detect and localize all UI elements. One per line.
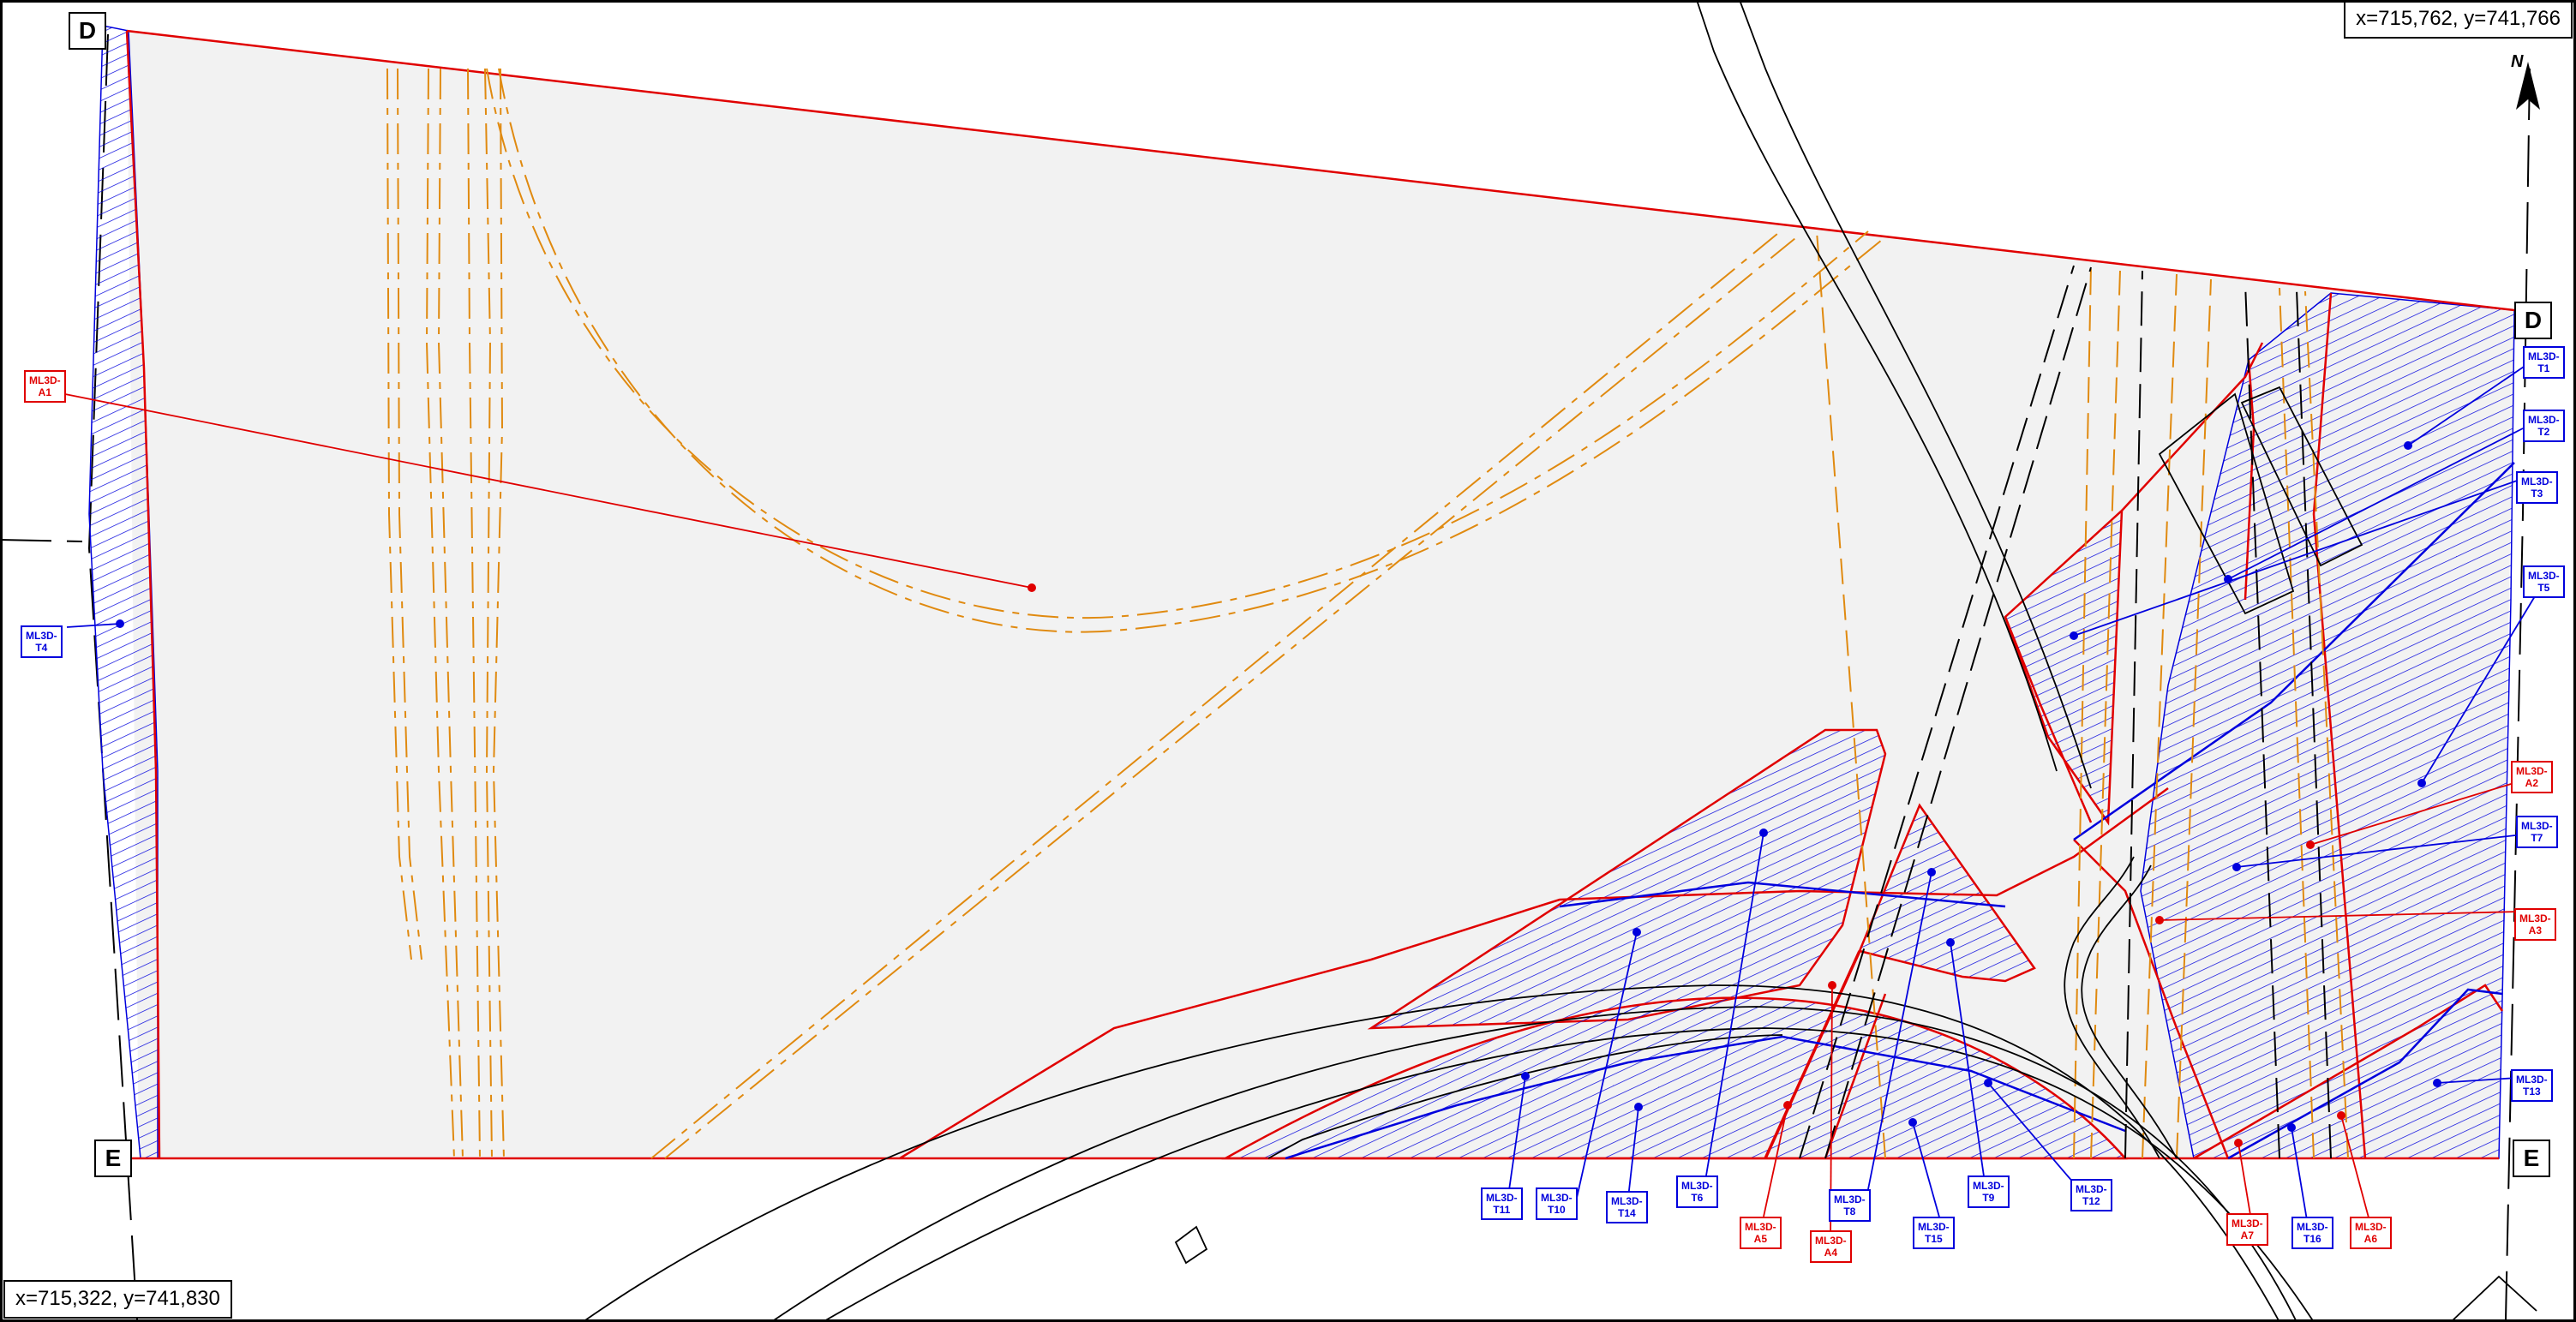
callout-ml3d-a4[interactable]: ML3D- A4 [1810, 1230, 1852, 1263]
callout-id: A1 [38, 386, 51, 398]
callout-ml3d-t16[interactable]: ML3D- T16 [2291, 1217, 2333, 1249]
blue-subdivision-lines [1285, 462, 2515, 1160]
north-arrow-icon: N [2511, 52, 2540, 110]
callout-id: A5 [1753, 1233, 1767, 1245]
callout-id: T11 [1493, 1204, 1511, 1216]
callout-ml3d-t13[interactable]: ML3D- T13 [2511, 1069, 2553, 1102]
callout-prefix: ML3D- [1834, 1193, 1866, 1205]
callout-ml3d-t10[interactable]: ML3D- T10 [1536, 1187, 1578, 1220]
callout-ml3d-a5[interactable]: ML3D- A5 [1740, 1217, 1782, 1249]
callout-prefix: ML3D- [2521, 820, 2553, 832]
callout-prefix: ML3D- [2516, 1074, 2548, 1086]
callout-id: T14 [1617, 1207, 1636, 1219]
callout-ml3d-a7[interactable]: ML3D- A7 [2226, 1213, 2268, 1246]
callout-id: A3 [2528, 924, 2542, 936]
utility-lines [386, 68, 2349, 1159]
callout-id: T8 [1843, 1205, 1856, 1217]
callout-id: T9 [1982, 1192, 1995, 1204]
section-marker-e-right: E [2513, 1140, 2550, 1177]
hatched-zone-bottom-arc [1221, 996, 2128, 1160]
callout-ml3d-t2[interactable]: ML3D- T2 [2523, 410, 2565, 442]
callout-prefix: ML3D- [1815, 1235, 1847, 1247]
callout-ml3d-t4[interactable]: ML3D- T4 [21, 625, 63, 658]
callout-ml3d-t3[interactable]: ML3D- T3 [2516, 471, 2558, 504]
callout-id: A7 [2240, 1229, 2254, 1241]
callout-id: T4 [35, 642, 48, 654]
callout-prefix: ML3D- [2516, 765, 2548, 777]
callout-prefix: ML3D- [2355, 1221, 2387, 1233]
callout-ml3d-t1[interactable]: ML3D- T1 [2523, 346, 2565, 379]
callout-ml3d-a2[interactable]: ML3D- A2 [2511, 761, 2553, 793]
callout-prefix: ML3D- [1486, 1192, 1518, 1204]
callout-ml3d-t9[interactable]: ML3D- T9 [1968, 1175, 2010, 1208]
section-marker-e-left: E [94, 1140, 132, 1177]
callout-ml3d-a1[interactable]: ML3D- A1 [24, 370, 66, 403]
callout-ml3d-t7[interactable]: ML3D- T7 [2516, 816, 2558, 848]
section-marker-d-left: D [69, 12, 106, 50]
callout-prefix: ML3D- [26, 630, 57, 642]
coordinate-readout-bottom-left: x=715,322, y=741,830 [3, 1280, 232, 1319]
callout-ml3d-t5[interactable]: ML3D- T5 [2523, 565, 2565, 598]
callout-id: T15 [1924, 1233, 1943, 1245]
callout-id: T6 [1691, 1192, 1704, 1204]
callout-prefix: ML3D- [1973, 1180, 2004, 1192]
callout-prefix: ML3D- [2297, 1221, 2328, 1233]
callout-id: A4 [1824, 1247, 1837, 1259]
callout-prefix: ML3D- [29, 374, 61, 386]
north-arrow-label: N [2511, 52, 2524, 71]
coordinate-readout-top-right: x=715,762, y=741,766 [2344, 0, 2573, 39]
callout-id: T7 [2531, 832, 2543, 844]
callout-prefix: ML3D- [2076, 1183, 2107, 1195]
callout-ml3d-t6[interactable]: ML3D- T6 [1676, 1175, 1718, 1208]
callout-id: T1 [2537, 362, 2550, 374]
callout-ml3d-t15[interactable]: ML3D- T15 [1913, 1217, 1955, 1249]
callout-ml3d-t11[interactable]: ML3D- T11 [1481, 1187, 1523, 1220]
parcel-area [127, 31, 2514, 1158]
callout-id: T13 [2522, 1086, 2541, 1098]
callout-prefix: ML3D- [1681, 1180, 1713, 1192]
callout-prefix: ML3D- [2519, 912, 2551, 924]
leader-points [116, 441, 2441, 1147]
red-boundary-left [125, 30, 161, 1159]
callout-id: A2 [2525, 777, 2538, 789]
callout-prefix: ML3D- [1541, 1192, 1573, 1204]
leader-lines [47, 364, 2536, 1247]
callout-prefix: ML3D- [2528, 350, 2560, 362]
callout-ml3d-a3[interactable]: ML3D- A3 [2514, 908, 2556, 941]
callout-id: T2 [2537, 426, 2550, 438]
callout-prefix: ML3D- [1918, 1221, 1950, 1233]
section-marker-d-right: D [2514, 302, 2552, 339]
callout-prefix: ML3D- [2521, 476, 2553, 488]
callout-ml3d-t14[interactable]: ML3D- T14 [1606, 1191, 1648, 1223]
callout-id: T10 [1547, 1204, 1566, 1216]
callout-ml3d-a6[interactable]: ML3D- A6 [2350, 1217, 2392, 1249]
callout-prefix: ML3D- [1611, 1195, 1643, 1207]
callout-id: T3 [2531, 488, 2543, 499]
callout-prefix: ML3D- [2528, 570, 2560, 582]
callout-ml3d-t8[interactable]: ML3D- T8 [1829, 1189, 1871, 1222]
red-boundaries [126, 29, 2515, 1160]
callout-id: T12 [2082, 1195, 2100, 1207]
callout-id: T5 [2537, 582, 2550, 594]
callout-id: A6 [2363, 1233, 2377, 1245]
callout-prefix: ML3D- [1745, 1221, 1776, 1233]
railway-dashes [1799, 265, 2332, 1159]
hatched-zone-t3 [2004, 508, 2124, 826]
callout-prefix: ML3D- [2528, 414, 2560, 426]
callout-prefix: ML3D- [2232, 1217, 2263, 1229]
callout-id: T16 [2303, 1233, 2321, 1245]
callout-ml3d-t12[interactable]: ML3D- T12 [2070, 1179, 2112, 1211]
